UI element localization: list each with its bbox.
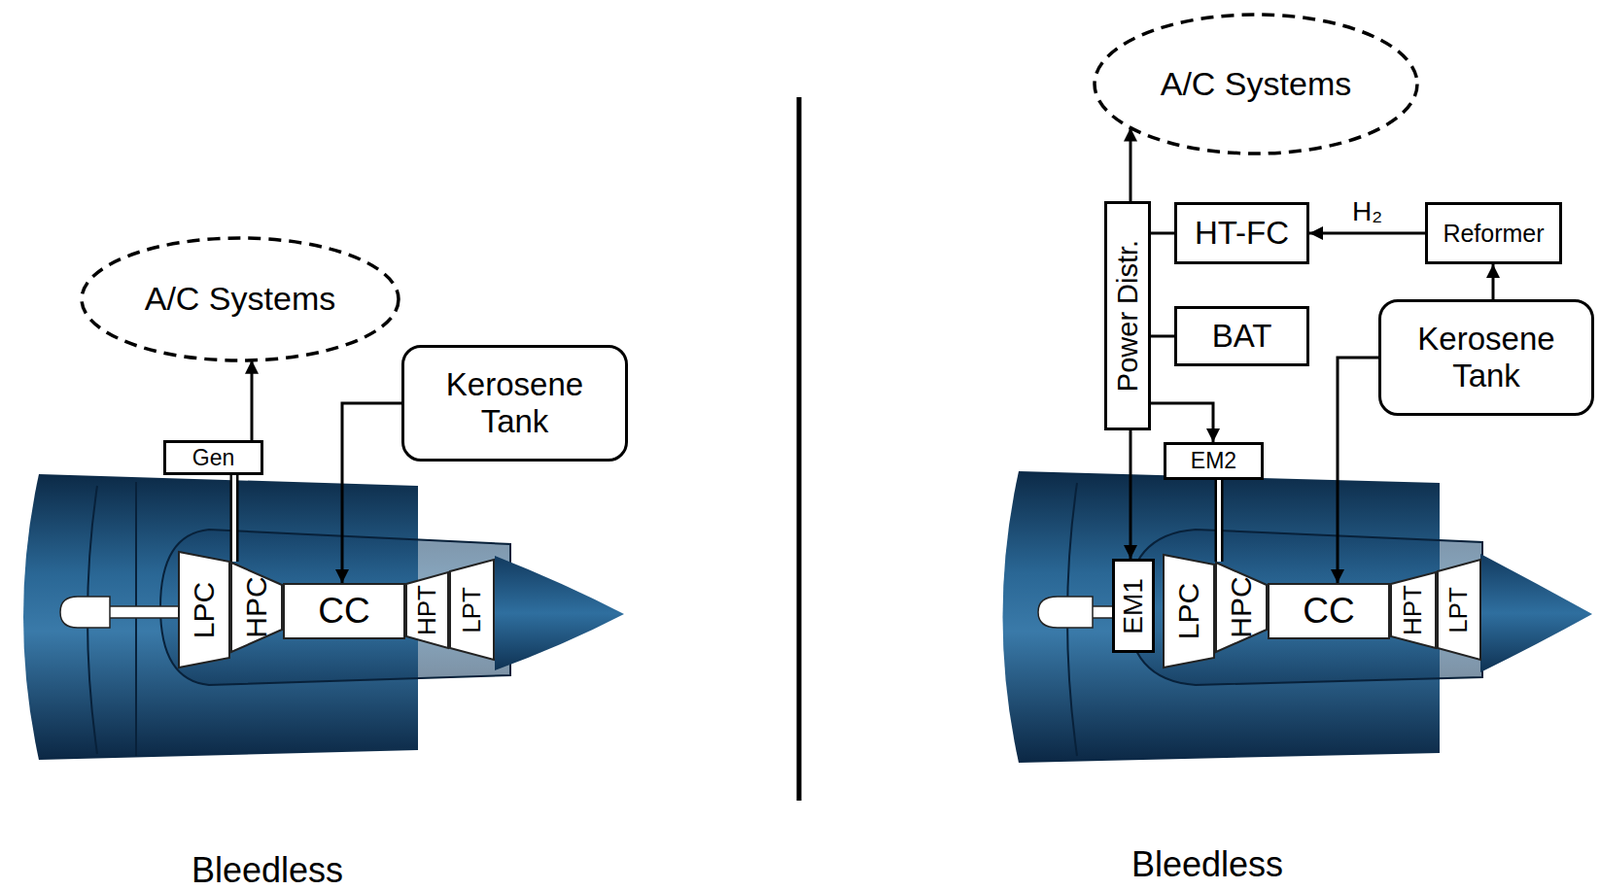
node-label: LPT <box>458 587 486 634</box>
node-label: Kerosene Tank <box>429 366 600 441</box>
stage-outline <box>283 584 405 639</box>
battery-box: BAT <box>1174 306 1310 367</box>
stage-outline <box>1216 562 1267 653</box>
node-label: CC <box>317 591 370 633</box>
node-label: LPT <box>1445 587 1472 634</box>
connector <box>1150 336 1175 338</box>
node-label: Kerosene Tank <box>1401 320 1572 395</box>
stage-outline <box>1391 572 1436 649</box>
connector <box>1130 128 1132 203</box>
connector <box>342 403 402 584</box>
node-label: Gen <box>192 445 235 471</box>
edge-label: H₂ <box>1350 197 1385 228</box>
stage-outline <box>178 552 230 668</box>
shaft <box>1091 606 1114 619</box>
connector-line <box>1150 335 1175 339</box>
node-label: LPC <box>1173 583 1205 640</box>
compressor-stage: HPC <box>230 561 283 654</box>
engine-left <box>23 474 625 761</box>
stage-outline <box>1437 559 1481 661</box>
node-label: HT-FC <box>1194 214 1289 252</box>
system-ellipse: A/C Systems <box>79 236 401 363</box>
reformer-box: Reformer <box>1425 202 1563 265</box>
connector <box>1493 264 1495 300</box>
tank-box: Kerosene Tank <box>1378 299 1595 417</box>
divider-line <box>797 97 802 801</box>
compressor-stage: LPC <box>177 551 231 669</box>
node-label: LPC <box>188 581 220 638</box>
connector-line <box>1150 232 1175 236</box>
connector-line <box>1150 403 1214 443</box>
fuel-cell-box: HT-FC <box>1174 202 1310 265</box>
connector <box>1150 403 1214 443</box>
connector-line <box>342 403 402 584</box>
shaft-connector <box>234 475 236 562</box>
connector <box>251 360 253 441</box>
dashed-ellipse <box>1094 14 1418 154</box>
combustor-box: CC <box>282 583 406 640</box>
connector-line <box>1309 232 1426 236</box>
engine-right <box>1003 471 1594 764</box>
node-label: BAT <box>1212 317 1273 355</box>
node-label: Power Distr. <box>1113 240 1143 392</box>
shaft <box>108 606 179 619</box>
shaft-core <box>1217 480 1221 562</box>
combustor-box: CC <box>1267 583 1391 640</box>
dashed-ellipse <box>81 238 399 361</box>
connector <box>1130 430 1132 559</box>
connector-line <box>1337 357 1379 584</box>
connector-line <box>1492 264 1496 300</box>
nacelle <box>23 474 418 761</box>
compressor-stage: LPC <box>1162 554 1216 669</box>
compressor-stage: HPC <box>1215 561 1268 654</box>
turbine-stage: HPT <box>405 571 450 650</box>
shaft-outline <box>1215 480 1224 562</box>
node-label: Reformer <box>1442 219 1544 248</box>
spinner <box>60 596 110 628</box>
core-cowl <box>160 529 511 686</box>
exhaust-cone <box>1480 554 1593 673</box>
node-label: HPC <box>1225 576 1257 638</box>
connector <box>1309 233 1426 235</box>
node-label: HPT <box>414 585 441 636</box>
node-label: EM2 <box>1190 448 1237 474</box>
node-label: EM1 <box>1118 578 1148 635</box>
core-cowl <box>1127 529 1483 686</box>
shaft-outline <box>230 475 240 562</box>
connector-line <box>1129 430 1133 559</box>
power-distribution-box: Power Distr. <box>1104 201 1151 431</box>
system-ellipse: A/C Systems <box>1092 12 1420 156</box>
node-label: A/C Systems <box>1160 65 1352 104</box>
stage-outline <box>231 562 282 653</box>
node-label: A/C Systems <box>144 279 336 318</box>
node-label: HPC <box>241 576 273 638</box>
exhaust-cone <box>494 556 625 671</box>
fan-line <box>135 482 138 757</box>
stage-outline <box>1268 584 1390 639</box>
caption-label: Bleedless <box>191 851 344 890</box>
node-label: HPT <box>1399 585 1427 636</box>
connector <box>1150 233 1175 235</box>
connector-line <box>250 360 254 441</box>
stage-outline <box>1163 555 1215 668</box>
connector-line <box>1129 128 1133 203</box>
turbine-stage: LPT <box>449 558 495 661</box>
spinner <box>1038 596 1093 628</box>
electric-machine-box: EM2 <box>1163 442 1264 481</box>
stage-outline <box>406 572 449 649</box>
turbine-stage: HPT <box>1390 571 1437 650</box>
node-label: CC <box>1302 591 1355 633</box>
generator-box: Gen <box>163 440 264 476</box>
electric-machine-box: EM1 <box>1112 558 1155 654</box>
connector <box>1337 357 1379 584</box>
nacelle <box>1003 471 1441 764</box>
stage-outline <box>450 559 494 661</box>
tank-box: Kerosene Tank <box>401 345 628 462</box>
turbine-stage: LPT <box>1436 558 1482 661</box>
shaft-connector <box>1218 480 1220 562</box>
caption-label: Bleedless <box>1131 845 1284 885</box>
shaft-core <box>232 475 237 562</box>
